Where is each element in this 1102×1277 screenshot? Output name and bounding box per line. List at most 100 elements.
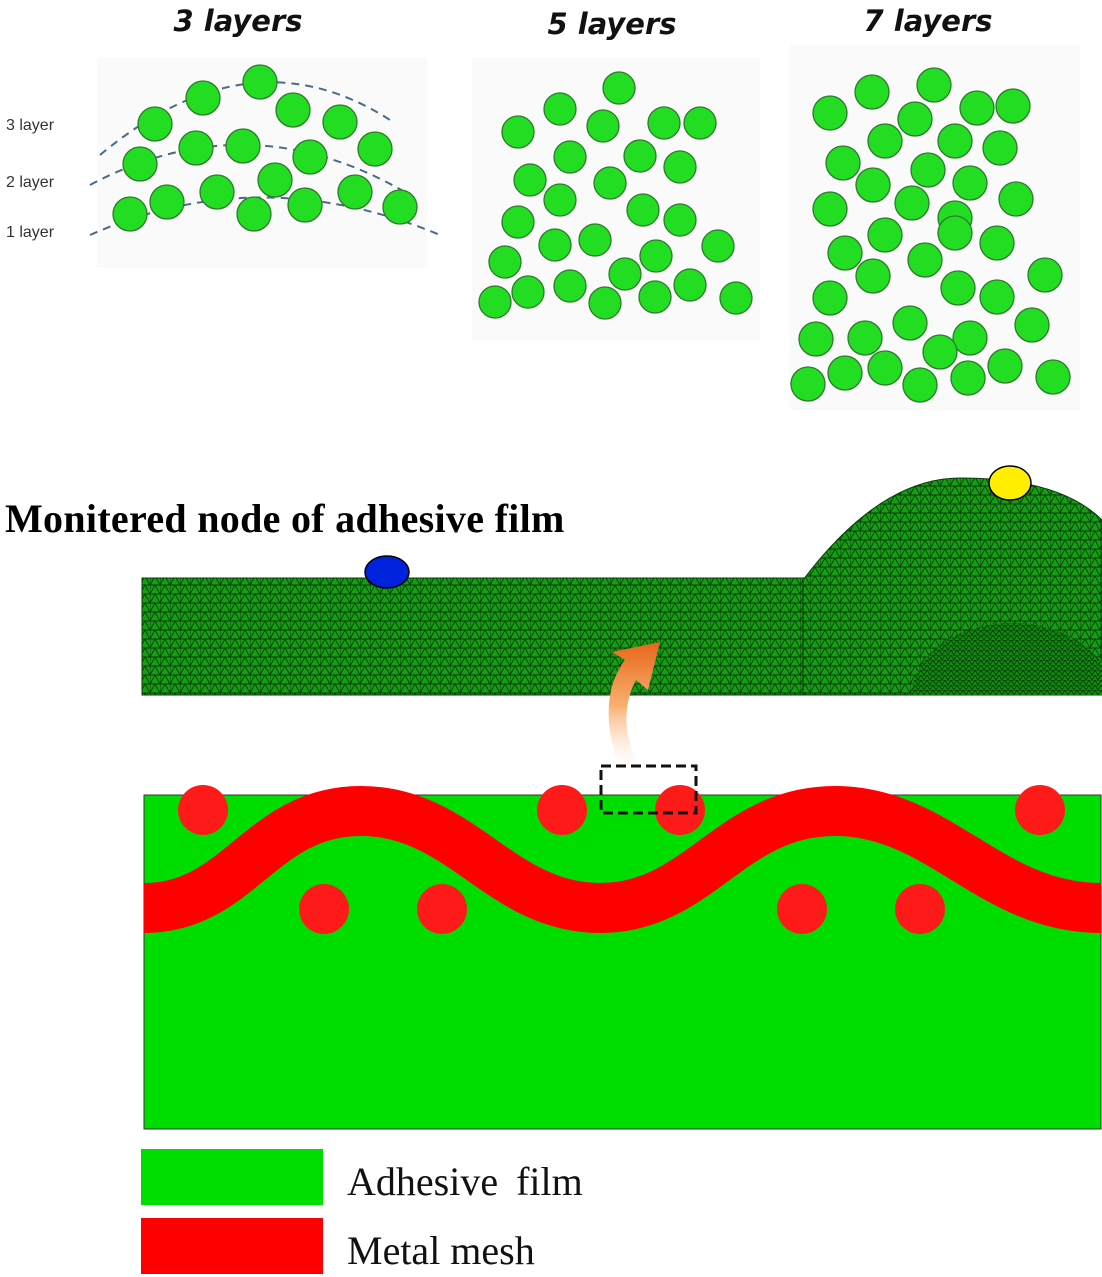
fiber xyxy=(513,163,547,197)
legend-swatch-adhesive xyxy=(141,1149,323,1205)
fiber xyxy=(586,109,620,143)
monitor-title: Monitered node of adhesive film xyxy=(5,496,565,541)
fiber xyxy=(553,140,587,174)
fiber xyxy=(812,280,848,316)
fiber xyxy=(382,189,418,225)
fiber xyxy=(812,95,848,131)
fiber xyxy=(112,196,148,232)
fiber xyxy=(538,228,572,262)
fiber xyxy=(236,196,272,232)
fiber xyxy=(995,88,1031,124)
fiber xyxy=(987,348,1023,384)
fiber xyxy=(199,174,235,210)
fiber xyxy=(553,269,587,303)
fiber xyxy=(292,139,328,175)
fiber xyxy=(892,305,928,341)
legend-label-mesh: Metal mesh xyxy=(347,1228,535,1273)
fiber xyxy=(952,165,988,201)
fibers-3-layers xyxy=(112,64,418,232)
mesh-wire-dot xyxy=(178,785,228,835)
fiber xyxy=(357,131,393,167)
fiber xyxy=(275,92,311,128)
fiber xyxy=(867,123,903,159)
fiber xyxy=(1035,359,1071,395)
fiber xyxy=(825,145,861,181)
fiber xyxy=(588,286,622,320)
fiber xyxy=(511,275,545,309)
fiber xyxy=(910,152,946,188)
fiber xyxy=(959,90,995,126)
layer-label-2: 2 layer xyxy=(6,174,55,191)
fiber xyxy=(122,146,158,182)
fiber xyxy=(578,223,612,257)
fiber xyxy=(683,106,717,140)
fiber xyxy=(626,193,660,227)
fiber xyxy=(663,150,697,184)
panel-title-5-layers: 5 layers xyxy=(547,7,676,41)
fiber xyxy=(543,92,577,126)
fiber xyxy=(185,80,221,116)
fiber xyxy=(608,257,642,291)
fiber xyxy=(623,139,657,173)
fiber xyxy=(855,258,891,294)
fiber xyxy=(950,360,986,396)
cross-section xyxy=(142,764,1102,1130)
legend-swatch-mesh xyxy=(141,1218,323,1274)
fiber xyxy=(647,106,681,140)
zoom-arrow xyxy=(608,642,660,770)
fiber xyxy=(322,104,358,140)
fiber xyxy=(922,334,958,370)
panel-5-layers xyxy=(472,58,760,340)
fiber xyxy=(488,245,522,279)
fe-mesh xyxy=(141,465,1102,696)
fiber xyxy=(827,235,863,271)
mesh-wire-dot xyxy=(537,785,587,835)
monitored-node-blue xyxy=(364,555,410,589)
fiber xyxy=(543,183,577,217)
fiber xyxy=(982,130,1018,166)
mesh-wire-dot xyxy=(895,884,945,934)
panel-7-layers xyxy=(790,45,1080,410)
fiber xyxy=(1014,307,1050,343)
mesh-wire-dot xyxy=(655,785,705,835)
fiber xyxy=(287,187,323,223)
fiber xyxy=(847,320,883,356)
fiber xyxy=(937,215,973,251)
layer-label-1: 1 layer xyxy=(6,224,55,241)
fiber xyxy=(178,130,214,166)
fiber xyxy=(673,268,707,302)
layer-label-3: 3 layer xyxy=(6,117,55,134)
fiber xyxy=(719,281,753,315)
fiber xyxy=(663,203,697,237)
fiber xyxy=(1027,257,1063,293)
fiber xyxy=(638,280,672,314)
fiber xyxy=(940,270,976,306)
mesh-wire-dot xyxy=(1015,785,1065,835)
fiber xyxy=(907,242,943,278)
fiber xyxy=(979,225,1015,261)
fiber xyxy=(897,101,933,137)
fiber xyxy=(701,229,735,263)
mesh-wire-dot xyxy=(417,884,467,934)
fiber xyxy=(952,320,988,356)
fiber xyxy=(257,162,293,198)
mesh-wire-weave xyxy=(142,785,1102,934)
fiber xyxy=(478,285,512,319)
fiber xyxy=(593,166,627,200)
legend-label-adhesive: Adhesive film xyxy=(347,1159,583,1204)
panel-3-layers: 3 layer 2 layer 1 layer xyxy=(6,58,441,268)
panel-title-3-layers: 3 layers xyxy=(173,4,302,38)
mesh-wire-dot xyxy=(777,884,827,934)
zoom-box xyxy=(599,764,698,815)
fiber xyxy=(812,191,848,227)
fiber xyxy=(902,367,938,403)
fiber xyxy=(998,181,1034,217)
fiber xyxy=(916,67,952,103)
fiber xyxy=(242,64,278,100)
fiber xyxy=(225,128,261,164)
fiber xyxy=(790,366,826,402)
fiber xyxy=(337,174,373,210)
fiber xyxy=(979,279,1015,315)
fiber xyxy=(602,71,636,105)
